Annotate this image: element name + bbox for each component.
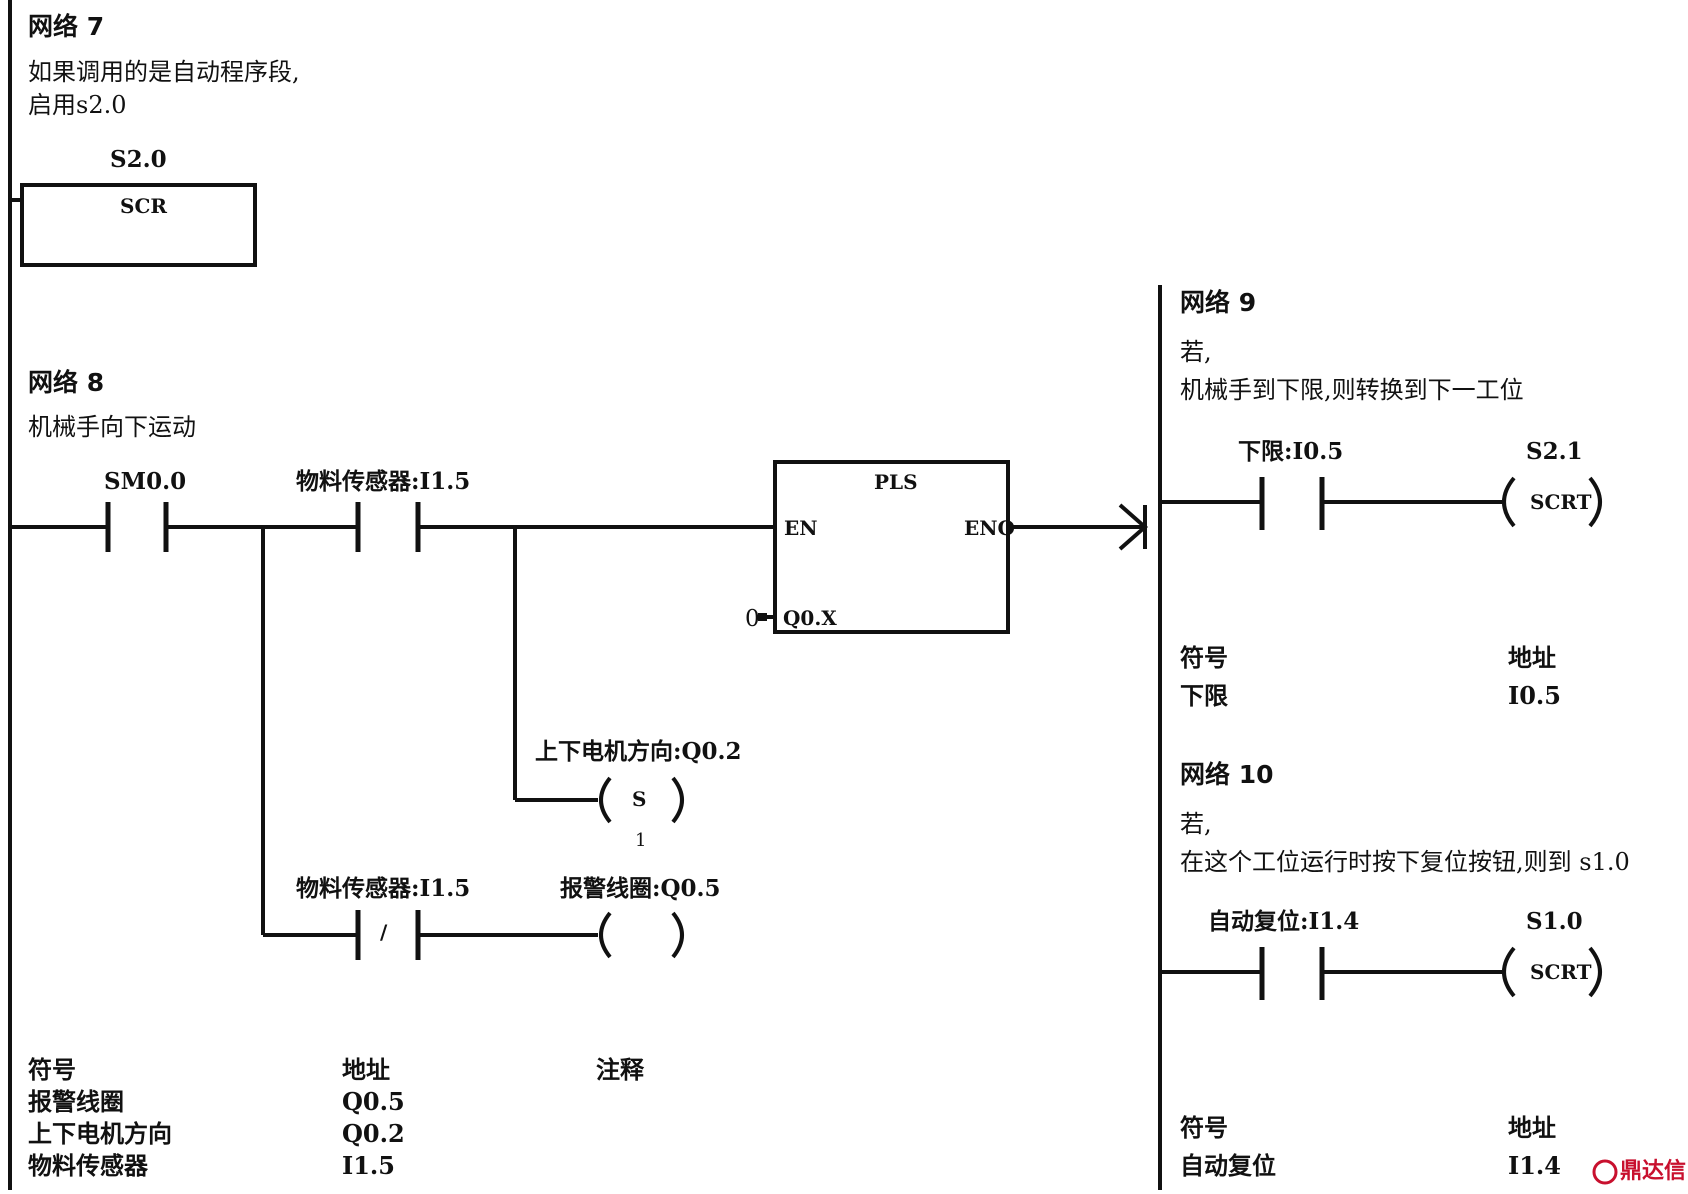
- coil-alarm-label: 报警线圈:Q0.5: [560, 875, 721, 902]
- n9-address-header: 地址: [1508, 643, 1556, 672]
- n10-address-row: I1.4: [1508, 1151, 1561, 1180]
- scr-address: S2.0: [110, 146, 167, 173]
- n8-address-row: Q0.2: [342, 1119, 405, 1148]
- coil-scrt-s21-left: [1502, 476, 1516, 528]
- n8-address-row: Q0.5: [342, 1087, 405, 1116]
- pls-en-label: EN: [784, 516, 818, 540]
- n8-comment-header: 注释: [596, 1055, 644, 1084]
- contact-sensor-label: 物料传感器:I1.5: [296, 468, 471, 495]
- coil-scrt-s10-right: [1588, 946, 1602, 998]
- network9-comment-line2: 机械手到下限,则转换到下一工位: [1180, 376, 1524, 404]
- n10-symbol-header: 符号: [1180, 1113, 1228, 1142]
- network8-comment: 机械手向下运动: [28, 413, 196, 441]
- coil-motor-count: 1: [635, 830, 647, 851]
- coil-s10-address: S1.0: [1526, 908, 1583, 935]
- contact-sm-label: SM0.0: [104, 468, 187, 495]
- coil-s10-label: SCRT: [1530, 960, 1592, 984]
- watermark-logo-icon: [1592, 1159, 1618, 1185]
- network10-comment-line1: 若,: [1180, 810, 1212, 838]
- watermark-text: 鼎达信: [1620, 1159, 1687, 1184]
- coil-motor-right: [671, 776, 684, 824]
- coil-alarm-right: [671, 911, 684, 959]
- n9-symbol-row: 下限: [1180, 681, 1228, 710]
- contact-nc-label: 物料传感器:I1.5: [296, 875, 471, 902]
- n10-symbol-row: 自动复位: [1180, 1151, 1276, 1180]
- pls-box: [773, 460, 1010, 634]
- coil-scrt-s10-left: [1502, 946, 1516, 998]
- scr-label: SCR: [120, 194, 167, 218]
- contact-limit-label: 下限:I0.5: [1238, 438, 1344, 465]
- network8-title: 网络 8: [28, 368, 105, 397]
- n8-symbol-header: 符号: [28, 1055, 76, 1084]
- n8-address-row: I1.5: [342, 1151, 395, 1180]
- pls-param-value: 0: [745, 606, 760, 632]
- n10-address-header: 地址: [1508, 1113, 1556, 1142]
- coil-s21-label: SCRT: [1530, 490, 1592, 514]
- network9-comment-line1: 若,: [1180, 338, 1212, 366]
- network10-title: 网络 10: [1180, 760, 1274, 789]
- pls-label: PLS: [874, 470, 918, 494]
- coil-scrt-s21-right: [1588, 476, 1602, 528]
- coil-motor-left: [599, 776, 612, 824]
- n9-address-row: I0.5: [1508, 681, 1561, 710]
- network7-comment-line2: 启用s2.0: [28, 91, 127, 119]
- coil-motor-type: S: [632, 787, 647, 811]
- coil-alarm-left: [599, 911, 612, 959]
- network7-comment-line1: 如果调用的是自动程序段,: [28, 58, 300, 86]
- coil-motor-label: 上下电机方向:Q0.2: [535, 738, 742, 765]
- network10-comment-line2: 在这个工位运行时按下复位按钮,则到 s1.0: [1180, 848, 1630, 876]
- n8-symbol-row: 上下电机方向: [28, 1119, 172, 1148]
- pls-param-name: Q0.X: [783, 606, 837, 630]
- n9-symbol-header: 符号: [1180, 643, 1228, 672]
- pls-eno-label: ENO: [964, 516, 1015, 540]
- n8-address-header: 地址: [342, 1055, 390, 1084]
- scr-box: [20, 183, 257, 267]
- network9-title: 网络 9: [1180, 288, 1257, 317]
- n8-symbol-row: 物料传感器: [28, 1151, 148, 1180]
- contact-nc-mark: /: [380, 920, 388, 944]
- network7-title: 网络 7: [28, 12, 105, 41]
- coil-s21-address: S2.1: [1526, 438, 1583, 465]
- contact-reset-label: 自动复位:I1.4: [1208, 908, 1360, 935]
- n8-symbol-row: 报警线圈: [28, 1087, 124, 1116]
